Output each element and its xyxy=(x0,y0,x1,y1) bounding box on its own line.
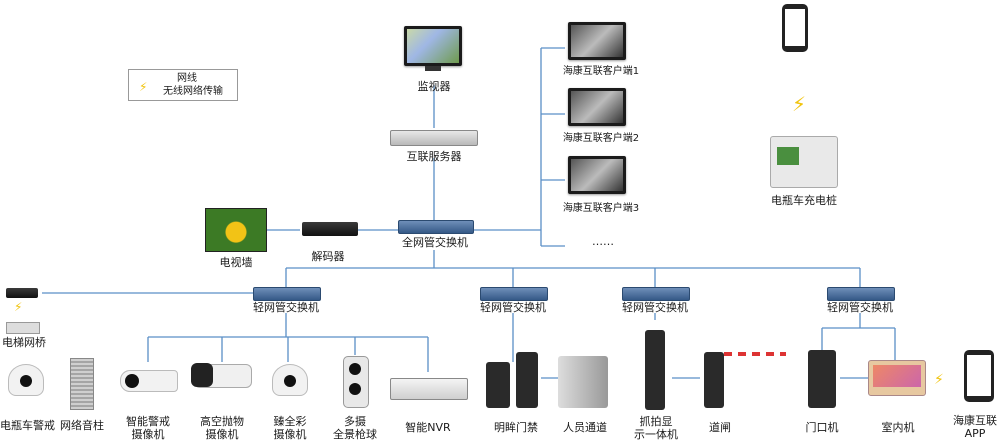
bridge-lightning-icon: ⚡ xyxy=(14,300,23,314)
door-unit-device xyxy=(808,350,836,408)
nvr-device xyxy=(390,378,468,400)
monitor-label: 监视器 xyxy=(417,80,451,93)
charger-device xyxy=(770,136,838,188)
indoor-device xyxy=(868,360,926,396)
bridge-device-bottom xyxy=(6,322,40,334)
server-device xyxy=(390,130,478,146)
gate-arm xyxy=(724,352,786,356)
light-switch-3-label: 轻网管交换机 xyxy=(622,301,688,314)
tv-wall-label: 电视墙 xyxy=(219,256,253,269)
more-clients-label: …… xyxy=(592,235,614,248)
access-device-1 xyxy=(486,362,510,408)
passage-label: 人员通道 xyxy=(563,421,607,434)
monitor-device xyxy=(404,26,462,66)
client2-device xyxy=(568,88,626,126)
capture-device xyxy=(645,330,665,410)
door-unit-label: 门口机 xyxy=(805,421,839,434)
indoor-label: 室内机 xyxy=(881,421,915,434)
fullcolor-camera xyxy=(272,364,308,396)
speaker-device xyxy=(70,358,94,410)
client1-device xyxy=(568,22,626,60)
highthrow-camera-label: 高空抛物 摄像机 xyxy=(200,415,244,441)
client1-label: 海康互联客户端1 xyxy=(562,66,640,77)
monitor-stand xyxy=(425,66,441,71)
app-lightning-icon: ⚡ xyxy=(934,372,944,388)
light-switch-2-label: 轻网管交换机 xyxy=(480,301,546,314)
highthrow-camera xyxy=(191,363,252,388)
multi-camera xyxy=(343,356,369,408)
light-switch-3 xyxy=(622,287,690,301)
access-device-2 xyxy=(516,352,538,408)
decoder-device xyxy=(302,222,358,236)
light-switch-4-label: 轻网管交换机 xyxy=(827,301,893,314)
light-switch-4 xyxy=(827,287,895,301)
fullcolor-camera-label: 臻全彩 摄像机 xyxy=(273,415,307,441)
client2-label: 海康互联客户端2 xyxy=(562,133,640,144)
phone-device xyxy=(782,4,808,52)
client3-device xyxy=(568,156,626,194)
charger-label: 电瓶车充电桩 xyxy=(771,194,837,207)
server-label: 互联服务器 xyxy=(406,150,462,163)
gate-label: 道闸 xyxy=(709,421,731,434)
light-switch-2 xyxy=(480,287,548,301)
decoder-label: 解码器 xyxy=(311,250,345,263)
client3-label: 海康互联客户端3 xyxy=(562,203,640,214)
multi-camera-label: 多摄 全景枪球 xyxy=(333,415,377,441)
core-switch-device xyxy=(398,220,474,234)
nvr-label: 智能NVR xyxy=(405,421,451,434)
bridge-label: 电梯网桥 xyxy=(2,336,46,349)
lightning-icon: ⚡ xyxy=(139,80,148,94)
ebike-alert-label: 电瓶车警戒 xyxy=(0,419,55,432)
passage-device xyxy=(558,356,608,408)
smart-alert-camera xyxy=(120,370,178,392)
capture-label: 抓拍显 示一体机 xyxy=(634,415,678,441)
app-phone-device xyxy=(964,350,994,402)
speaker-label: 网络音柱 xyxy=(60,419,104,432)
legend-wire-label: 网线 xyxy=(177,73,197,84)
legend-wireless-label: 无线网络传输 xyxy=(163,86,223,97)
wireless-lightning-icon: ⚡ xyxy=(792,92,807,116)
bridge-device-top xyxy=(6,288,38,298)
smart-camera-label: 智能警戒 摄像机 xyxy=(126,415,170,441)
light-switch-1-label: 轻网管交换机 xyxy=(253,301,319,314)
app-label: 海康互联 APP xyxy=(953,414,997,440)
access-label: 明眸门禁 xyxy=(494,421,538,434)
legend: 网线 ⚡ 无线网络传输 xyxy=(128,69,238,101)
tv-wall-device xyxy=(205,208,267,252)
ebike-alert-camera xyxy=(8,364,44,396)
light-switch-1 xyxy=(253,287,321,301)
gate-device xyxy=(704,352,724,408)
core-switch-label: 全网管交换机 xyxy=(402,236,468,249)
